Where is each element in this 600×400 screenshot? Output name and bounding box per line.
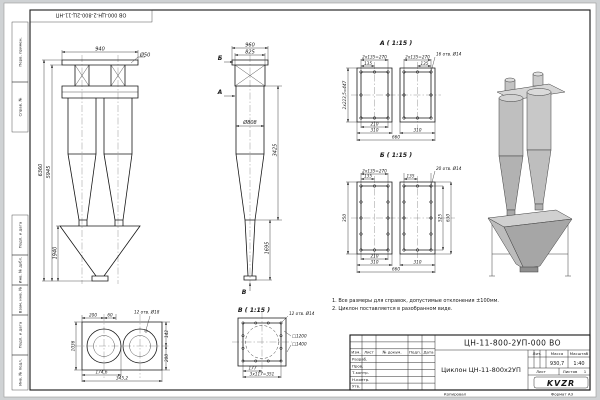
row-prov: Пров.: [352, 363, 363, 368]
bottom-labels: Копировал Формат А3: [444, 391, 574, 396]
dim-b-outer-height: 630: [446, 214, 451, 222]
dim-v-pitch: 3x117=351: [250, 372, 275, 377]
dim-side-upper: 3425: [273, 144, 279, 157]
margin-label-4: Взам. инв. №: [18, 287, 23, 313]
col-data: Дата: [423, 349, 434, 354]
company-logo: KVZR: [547, 379, 575, 388]
margin-label-2: Подп. и дата: [18, 221, 23, 248]
dim-plan-bottom2: 345,2: [116, 376, 128, 381]
doc-number: ЦН-11-800-2УП-000 ВО: [464, 339, 561, 348]
row-razrab: Разраб.: [352, 357, 367, 362]
plan-view: 200 60 12 отв. Ø18 1036 174,6 345,2 142 …: [71, 310, 170, 383]
dim-plan-right2: 200: [164, 354, 169, 362]
mass-label: Масса: [551, 351, 564, 356]
dim-plan-left: 1036: [71, 340, 76, 351]
dim-a-half-left: 135: [364, 61, 372, 66]
dim-v-square-inner: □1200: [292, 334, 307, 339]
dim-a-w2-left: 310: [371, 128, 379, 133]
top-code-box: ОВ 000-ЦН-2-800-2Ц-11-НП: [29, 9, 153, 23]
dim-b-half-right: 135: [407, 174, 415, 179]
dim-b-half-left: 135: [364, 174, 372, 179]
view-arrow-a: А: [217, 89, 223, 96]
title-block: ЦН-11-800-2УП-000 ВО Циклон ЦН-11-800х2У…: [349, 334, 591, 391]
dim-v-w1: 177: [249, 366, 257, 371]
lit-label: Лит.: [533, 351, 542, 356]
dim-a-pitch-left: 2x135=270: [362, 55, 387, 60]
dim-front-hopper: 1940: [53, 247, 59, 260]
scale-label: Масштаб: [570, 351, 589, 356]
col-izm: Изм.: [351, 349, 360, 354]
row-nkontr: Н.контр.: [352, 377, 369, 382]
margin-label-3: Инв. № дубл.: [18, 257, 23, 284]
row-tkontr: Т.контр.: [351, 370, 369, 375]
section-a-title: А ( 1:15 ): [379, 40, 412, 47]
dim-b-w1: 210: [371, 254, 379, 259]
sheets-value: 1: [584, 369, 587, 374]
dim-v-holes: 12 отв. Ø14: [289, 311, 315, 316]
col-list: Лист: [364, 349, 375, 354]
copied-label: Копировал: [444, 391, 467, 396]
margin-stamps: Перв. примен. Справ. № Подп. и дата Инв.…: [11, 21, 29, 391]
sheet-frame: [29, 9, 591, 391]
section-b: Б ( 1:15 ) 2x135=270 135 135 20 отв. Ø14…: [342, 152, 462, 274]
scale-value: 1:40: [573, 361, 584, 367]
dim-side-lower: 1695: [265, 242, 271, 255]
front-view: 940 Ø50 6360 5945 1940: [38, 46, 150, 284]
row-utv: Утв.: [352, 384, 360, 389]
dim-front-height-total: 6360: [38, 164, 44, 177]
dim-b-total: 660: [392, 267, 400, 272]
dim-b-w2-left: 310: [371, 260, 379, 265]
drawing-name: Циклон ЦН-11-800х2УП: [441, 366, 521, 374]
dim-plan-holes: 12 отв. Ø18: [134, 310, 160, 315]
dim-a-height: 2x223,5=447: [342, 80, 347, 109]
dim-side-body: 825: [245, 50, 255, 56]
view-arrow-v: В: [242, 289, 247, 296]
dim-plan-top1: 200: [89, 312, 97, 317]
dim-front-width: 940: [95, 46, 105, 52]
sheets-label: Листов: [563, 369, 578, 374]
section-a: А ( 1:15 ) 2x135=270 2x135=270 135 135 1…: [342, 40, 462, 142]
col-doc: № докум.: [382, 349, 401, 354]
mass-value: 930,7: [550, 361, 564, 367]
col-podp: Подп.: [409, 349, 421, 354]
sheet-paper: [3, 2, 597, 398]
dim-v-square-outer: □1400: [292, 342, 307, 347]
side-view: 960 825 Ø808 3425 1695 Б А В: [217, 42, 282, 296]
dim-side-plate: 960: [245, 42, 255, 48]
notes: 1. Все размеры для справок, допустимые о…: [332, 298, 499, 312]
dim-front-pipe: Ø50: [139, 52, 150, 59]
margin-label-0: Перв. примен.: [18, 37, 23, 66]
dim-b-holes: 20 отв. Ø14: [436, 166, 462, 171]
margin-label-6: Инв. № подл.: [18, 359, 23, 386]
dim-a-holes: 16 отв. Ø14: [436, 52, 462, 57]
note-line-2: 2. Циклон поставляется в разобранном вид…: [332, 306, 453, 312]
dim-a-w2-right: 310: [414, 128, 422, 133]
dim-a-w1: 210: [371, 122, 379, 127]
section-b-title: Б ( 1:15 ): [380, 152, 412, 159]
dim-plan-bottom1: 174,6: [96, 370, 108, 375]
dim-a-half-right: 135: [421, 61, 429, 66]
dim-plan-right1: 142: [164, 330, 169, 338]
iso-view: [487, 71, 573, 277]
dim-side-diameter: Ø808: [242, 119, 256, 126]
sheet-label: Лист: [536, 369, 547, 374]
dim-front-height-body: 5945: [46, 166, 52, 179]
margin-label-5: Подп. и дата: [18, 321, 23, 348]
view-v-title: В ( 1:15 ): [238, 307, 270, 314]
format-label: Формат А3: [551, 391, 574, 396]
dim-b-pitch: 2x135=270: [362, 169, 387, 174]
dim-b-inner-height: 525: [438, 214, 443, 222]
dim-a-total: 660: [392, 135, 400, 140]
top-code-text: ОВ 000-ЦН-2-800-2Ц-11-НП: [55, 12, 126, 18]
margin-label-1: Справ. №: [18, 98, 23, 117]
dim-plan-top2: 60: [107, 312, 113, 317]
dim-b-w2-right: 310: [414, 260, 422, 265]
dim-a-pitch-right: 2x135=270: [405, 55, 430, 60]
view-v: В ( 1:15 ) 12 отв. Ø14 177 3x117=351 □12…: [232, 307, 315, 379]
dim-b-side: 350: [342, 214, 347, 222]
view-arrow-b: Б: [218, 55, 223, 62]
note-line-1: 1. Все размеры для справок, допустимые о…: [332, 298, 499, 304]
